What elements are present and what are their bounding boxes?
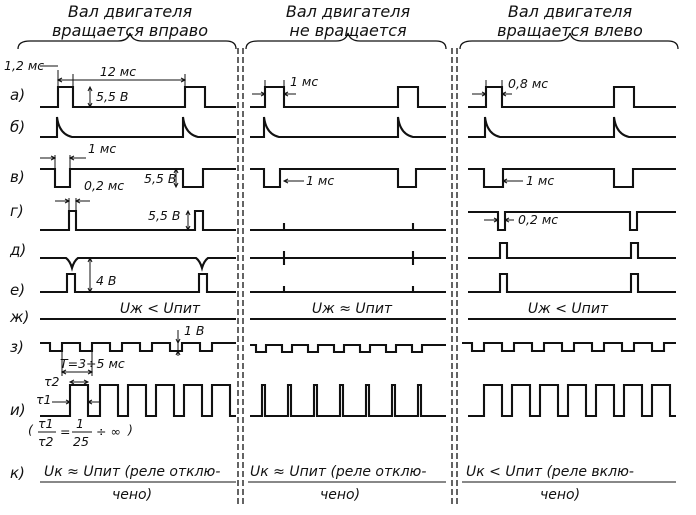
column-1-waveforms [40, 85, 236, 418]
waveform-d-col2 [250, 251, 446, 265]
column-header-no-rotation: Вал двигателя не вращается [245, 2, 447, 50]
column-3-title-line1: Вал двигателя [508, 2, 633, 21]
column-header-right-rotation: Вал двигателя вращается вправо [17, 2, 237, 50]
column-3-title-line2: вращается влево [497, 21, 643, 40]
annotation-i-ratio-close: ) [127, 422, 133, 437]
annotation-a-duration: 1,2 мс [4, 58, 44, 73]
waveform-g-col1 [40, 209, 236, 232]
annotation-i-ratio-numerator: τ1 [38, 416, 53, 431]
annotation-i-frac-denominator: 25 [73, 434, 89, 449]
row-label-d: д) [9, 241, 26, 259]
annotation-i-ratio-open: ( [28, 422, 34, 437]
k-state-col1-line2: чено) [112, 487, 152, 503]
row-label-b: б) [10, 118, 25, 136]
row-labels: а) б) в) г) д) е) ж) з) и) к) [9, 86, 29, 482]
waveform-z-col2 [250, 343, 446, 354]
waveform-e-col2 [250, 286, 446, 294]
k-state-col1-line1: Uк ≈ Uпит (реле отклю- [44, 464, 220, 480]
annotation-g-amplitude: 5,5 В [148, 208, 180, 223]
annotation-i-ratio-tail: ÷ ∞ [96, 424, 121, 439]
annotation-z-period: T=3÷5 мс [60, 356, 125, 371]
annotation-i-tau1: τ1 [36, 392, 51, 407]
row-label-z: з) [10, 338, 24, 356]
annotation-a-amplitude: 5,5 В [96, 89, 128, 104]
row-label-i: и) [10, 401, 26, 419]
column-2-title-line1: Вал двигателя [286, 2, 411, 21]
waveform-g-col3 [468, 210, 676, 232]
zh-condition-col1: Uж < Uпит [120, 301, 201, 317]
annotation-a-period: 12 мс [100, 64, 136, 79]
column-1-title-line1: Вал двигателя [68, 2, 193, 21]
waveform-a-col3 [468, 85, 676, 109]
row-label-e: е) [10, 281, 25, 299]
annotation-col2-a-duration: 1 мс [290, 74, 318, 89]
row-label-k: к) [10, 464, 25, 482]
row-label-g: г) [10, 202, 24, 220]
waveform-z-col1 [40, 341, 236, 353]
column-3-brace [459, 32, 679, 50]
column-separators [237, 48, 458, 505]
k-state-col3-line2: чено) [540, 487, 580, 503]
waveform-v-col2 [250, 167, 446, 189]
annotation-col3-v-duration: 1 мс [526, 173, 554, 188]
k-relay-states: Uк ≈ Uпит (реле отклю- чено) Uк ≈ Uпит (… [40, 464, 676, 503]
column-3-annotations: 0,8 мс 1 мс 0,2 мс [472, 76, 558, 227]
zh-conditions: Uж < Uпит Uж ≈ Uпит Uж < Uпит [120, 301, 609, 317]
annotation-col2-v-duration: 1 мс [306, 173, 334, 188]
waveform-b-col2 [250, 116, 446, 139]
waveform-a-col1 [40, 85, 236, 109]
annotation-i-frac-numerator: 1 [76, 416, 84, 431]
waveform-i-col1 [40, 383, 236, 418]
column-2-brace [245, 32, 447, 50]
column-header-left-rotation: Вал двигателя вращается влево [459, 2, 679, 50]
column-3-waveforms [462, 85, 676, 418]
row-label-zh: ж) [9, 308, 29, 326]
waveform-g-col2 [250, 223, 446, 232]
row-label-v: в) [10, 168, 25, 186]
waveform-v-col3 [468, 167, 676, 189]
waveform-v-col1 [40, 167, 236, 189]
waveform-z-col3 [462, 341, 676, 353]
column-2-waveforms [250, 85, 446, 418]
row-label-a: а) [10, 86, 25, 104]
annotation-i-ratio-equals: = [60, 424, 70, 439]
k-state-col3-line1: Uк < Uпит (реле вклю- [466, 464, 634, 480]
waveform-b-col3 [468, 116, 676, 139]
waveform-a-col2 [250, 85, 446, 109]
waveform-e-col3 [468, 272, 676, 294]
zh-condition-col2: Uж ≈ Uпит [312, 301, 393, 317]
annotation-i-tau2: τ2 [44, 374, 60, 389]
waveform-b-col1 [40, 116, 236, 139]
k-state-col2-line1: Uк ≈ Uпит (реле отклю- [250, 464, 426, 480]
annotation-col3-a-duration: 0,8 мс [508, 76, 548, 91]
waveform-d-col3 [468, 241, 676, 260]
annotation-col3-g-duration: 0,2 мс [518, 212, 558, 227]
column-2-title-line2: не вращается [289, 21, 407, 40]
waveform-i-col2 [250, 383, 446, 418]
waveform-d-col1 [40, 256, 236, 272]
zh-condition-col3: Uж < Uпит [528, 301, 609, 317]
annotation-z-amplitude: 1 В [184, 323, 205, 338]
annotation-i-ratio-denominator: τ2 [38, 434, 54, 449]
waveform-e-col1 [40, 272, 236, 294]
column-1-brace [17, 32, 237, 50]
column-1-title-line2: вращается вправо [52, 21, 208, 40]
waveform-i-col3 [468, 383, 676, 418]
annotation-v-amplitude: 5,5 В [144, 171, 176, 186]
k-state-col2-line2: чено) [320, 487, 360, 503]
column-1-annotations: 1,2 мс 12 мс 5,5 В 1 мс 5,5 В 0,2 мс 5,5… [4, 58, 205, 449]
annotation-v-duration: 1 мс [88, 141, 116, 156]
annotation-e-amplitude: 4 В [96, 273, 117, 288]
annotation-g-duration: 0,2 мс [84, 178, 124, 193]
column-2-annotations: 1 мс 1 мс [252, 74, 334, 188]
